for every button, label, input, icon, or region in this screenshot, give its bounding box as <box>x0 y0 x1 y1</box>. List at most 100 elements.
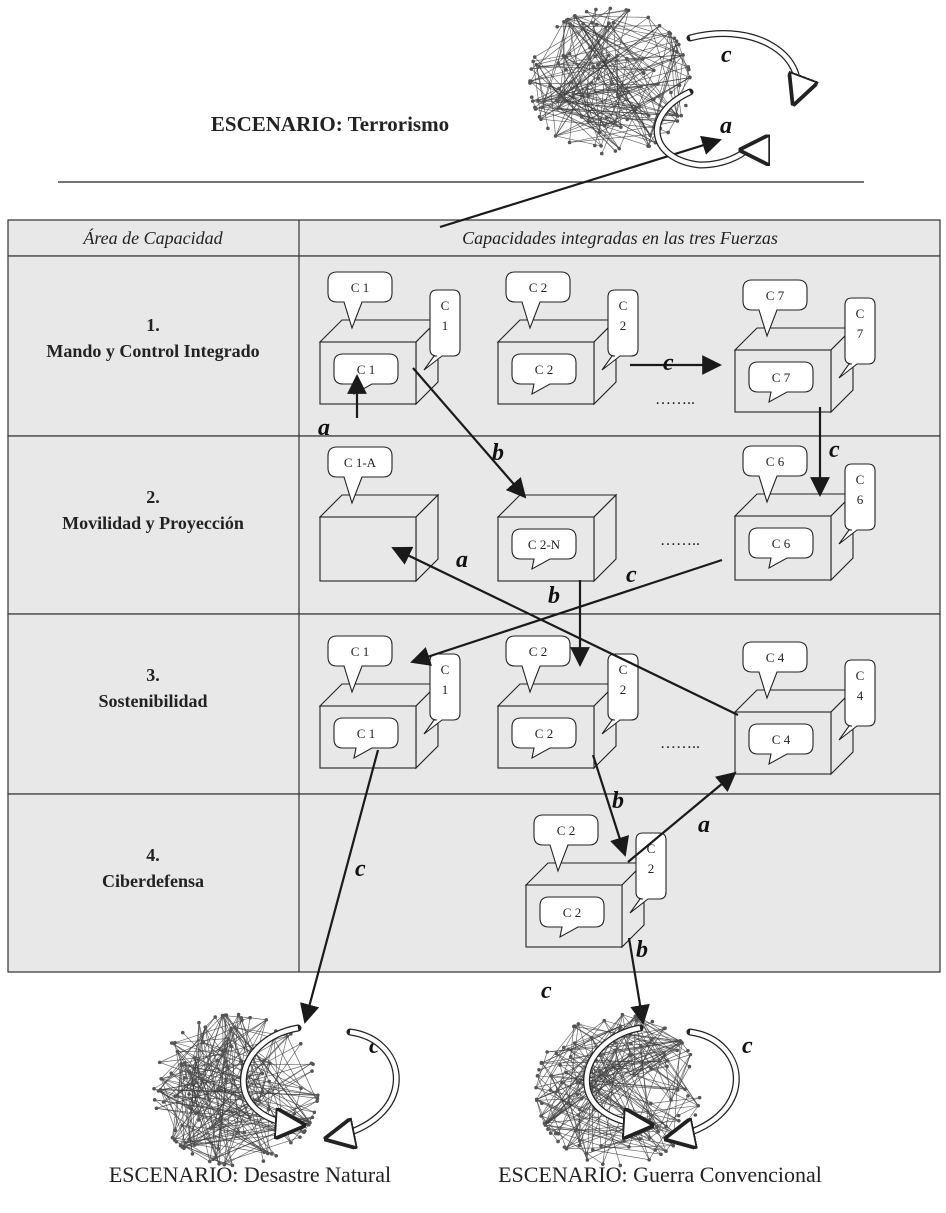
scenario-title-terrorismo: ESCENARIO: Terrorismo <box>210 112 450 136</box>
area-number: 3. <box>146 665 160 685</box>
bubble-front-r4-c2: C 2 <box>539 896 605 939</box>
label-c-row1: c <box>663 350 674 376</box>
bubble-side-r1-c1: C1 <box>423 289 461 371</box>
ellipsis-row-2: …….. <box>660 532 700 549</box>
network-sphere-guerra <box>534 1012 702 1168</box>
arrow-a-r3c4-to-r2c1a <box>391 546 739 716</box>
label-a-row1: a <box>318 415 330 441</box>
bubble-side-r3-c2-text: 2 <box>620 682 627 697</box>
header-area-capacidad: Área de Capacidad <box>83 228 223 248</box>
flow-labels: c a a c b c a c b b a c b c c c <box>318 42 840 1059</box>
bubble-top-r2-c1a: C 1-A <box>327 446 393 505</box>
bubble-top-r3-c4: C 4 <box>742 641 808 700</box>
bubble-front-r2-c2n: C 2-N <box>511 528 577 571</box>
arrow-c-r2c6-to-r3c1 <box>410 558 723 666</box>
bubble-side-r1-c7-text: 7 <box>857 326 864 341</box>
arrow-b-r4c2-to-guerra <box>627 937 650 1025</box>
bubble-top-r2-c6-text: C 6 <box>766 454 785 469</box>
bubble-top-r1-c1: C 1 <box>327 271 393 330</box>
bubble-front-r2-c6: C 6 <box>748 527 814 570</box>
header-capacidades-integradas: Capacidades integradas en las tres Fuerz… <box>462 228 778 248</box>
label-b-row2: b <box>548 583 560 609</box>
label-c-guerra: c <box>742 1033 753 1059</box>
area-number: 4. <box>146 845 160 865</box>
area-name: Sostenibilidad <box>98 691 208 711</box>
cycle-arrow-guerra-right <box>670 1029 739 1138</box>
capability-box-r3-c2: C 2C 2C2 <box>496 635 639 770</box>
bubble-front-r1-c7-text: C 7 <box>772 370 791 385</box>
bubble-top-r1-c2: C 2 <box>505 271 571 330</box>
bubble-top-r3-c4-text: C 4 <box>766 650 785 665</box>
bubble-side-r1-c2-text: 2 <box>620 318 627 333</box>
label-c-row4: c <box>355 856 366 882</box>
bubble-side-r1-c1-text: 1 <box>442 318 449 333</box>
bubble-front-r3-c4-text: C 4 <box>772 732 791 747</box>
capability-box-r2-c6: C 6 C 6 C6 <box>733 445 876 582</box>
area-row-1: 1. Mando y Control Integrado <box>8 312 298 364</box>
bubble-side-r3-c4-text: C <box>856 668 865 683</box>
cycle-arrow-terrorismo-right <box>689 31 798 100</box>
bubble-top-r3-c2-text: C 2 <box>529 644 547 659</box>
bubble-front-r3-c1-text: C 1 <box>357 726 375 741</box>
bubble-side-r3-c2: C2 <box>601 653 639 735</box>
bubble-front-r1-c2-text: C 2 <box>535 362 553 377</box>
capability-box-r1-c7: C 7 C 7 C7 <box>733 279 876 414</box>
arrow-a-r4c2-to-r3c4 <box>627 771 737 863</box>
bubble-side-r3-c2-text: C <box>619 662 628 677</box>
label-c-top: c <box>721 42 732 68</box>
bubble-side-r2-c6: C6 <box>838 463 876 545</box>
bubble-front-r3-c2-text: C 2 <box>535 726 553 741</box>
capability-box-r3-c4: C 4C 4C4 <box>733 641 876 776</box>
bubble-side-r3-c1: C1 <box>423 653 461 735</box>
bubble-side-r3-c1-text: C <box>441 662 450 677</box>
bubble-side-r1-c7: C7 <box>838 297 876 379</box>
capability-box-r1-c2: C 2C 2C2 <box>496 271 639 406</box>
table-row-4 <box>7 793 941 973</box>
cycle-arrow-desastre-left <box>241 1025 300 1125</box>
bubble-front-r3-c1: C 1 <box>333 717 399 760</box>
arrow-entry-terrorismo <box>439 135 722 229</box>
bubble-top-r4-c2-text: C 2 <box>557 823 575 838</box>
ellipsis-row-1: …….. <box>655 391 695 408</box>
scenario-title-desastre: ESCENARIO: Desastre Natural <box>108 1162 392 1187</box>
label-a-row2: a <box>456 547 468 573</box>
bubble-top-r1-c2-text: C 2 <box>529 280 547 295</box>
bubble-top-r2-c1a-text: C 1-A <box>344 455 377 470</box>
bubble-side-r1-c2: C2 <box>601 289 639 371</box>
flow-arrows <box>300 135 830 1025</box>
label-a-top: a <box>720 113 732 139</box>
label-a-row4: a <box>698 812 710 838</box>
arrow-c-r3c1-to-desastre <box>300 749 380 1024</box>
label-b-row1: b <box>492 440 504 466</box>
network-sphere-terrorismo <box>528 6 692 156</box>
area-row-2: 2. Movilidad y Proyección <box>8 484 298 536</box>
label-b-bottom: b <box>636 937 648 963</box>
bubble-top-r1-c7-text: C 7 <box>766 288 785 303</box>
bubble-side-r1-c2-text: C <box>619 298 628 313</box>
bubble-front-r1-c7: C 7 <box>748 361 814 404</box>
bubble-top-r2-c6: C 6 <box>742 445 808 504</box>
network-sphere-desastre <box>152 1012 320 1168</box>
bubble-side-r4-c2-text: C <box>647 841 656 856</box>
area-name: Movilidad y Proyección <box>62 513 244 533</box>
cycle-arrow-desastre-right <box>330 1029 399 1138</box>
scenario-title-guerra: ESCENARIO: Guerra Convencional <box>498 1162 822 1187</box>
bubble-front-r2-c2n-text: C 2-N <box>528 537 561 552</box>
cycle-arrow-guerra-left <box>584 1025 648 1125</box>
label-c-right: c <box>829 437 840 463</box>
bubble-front-r1-c2: C 2 <box>511 353 577 396</box>
bubble-front-r4-c2-text: C 2 <box>563 905 581 920</box>
area-row-3: 3. Sostenibilidad <box>8 662 298 714</box>
area-row-4: 4. Ciberdefensa <box>8 842 298 894</box>
ellipsis-row-3: …….. <box>660 735 700 752</box>
bubble-top-r3-c1-text: C 1 <box>351 644 369 659</box>
bubble-side-r3-c4: C4 <box>838 659 876 741</box>
bubble-side-r3-c1-text: 1 <box>442 682 449 697</box>
area-number: 1. <box>146 315 160 335</box>
bubble-top-r3-c1: C 1 <box>327 635 393 694</box>
bubble-top-r1-c1-text: C 1 <box>351 280 369 295</box>
bubble-front-r1-c1-text: C 1 <box>357 362 375 377</box>
bubble-side-r3-c4-text: 4 <box>857 688 864 703</box>
bubble-top-r3-c2: C 2 <box>505 635 571 694</box>
